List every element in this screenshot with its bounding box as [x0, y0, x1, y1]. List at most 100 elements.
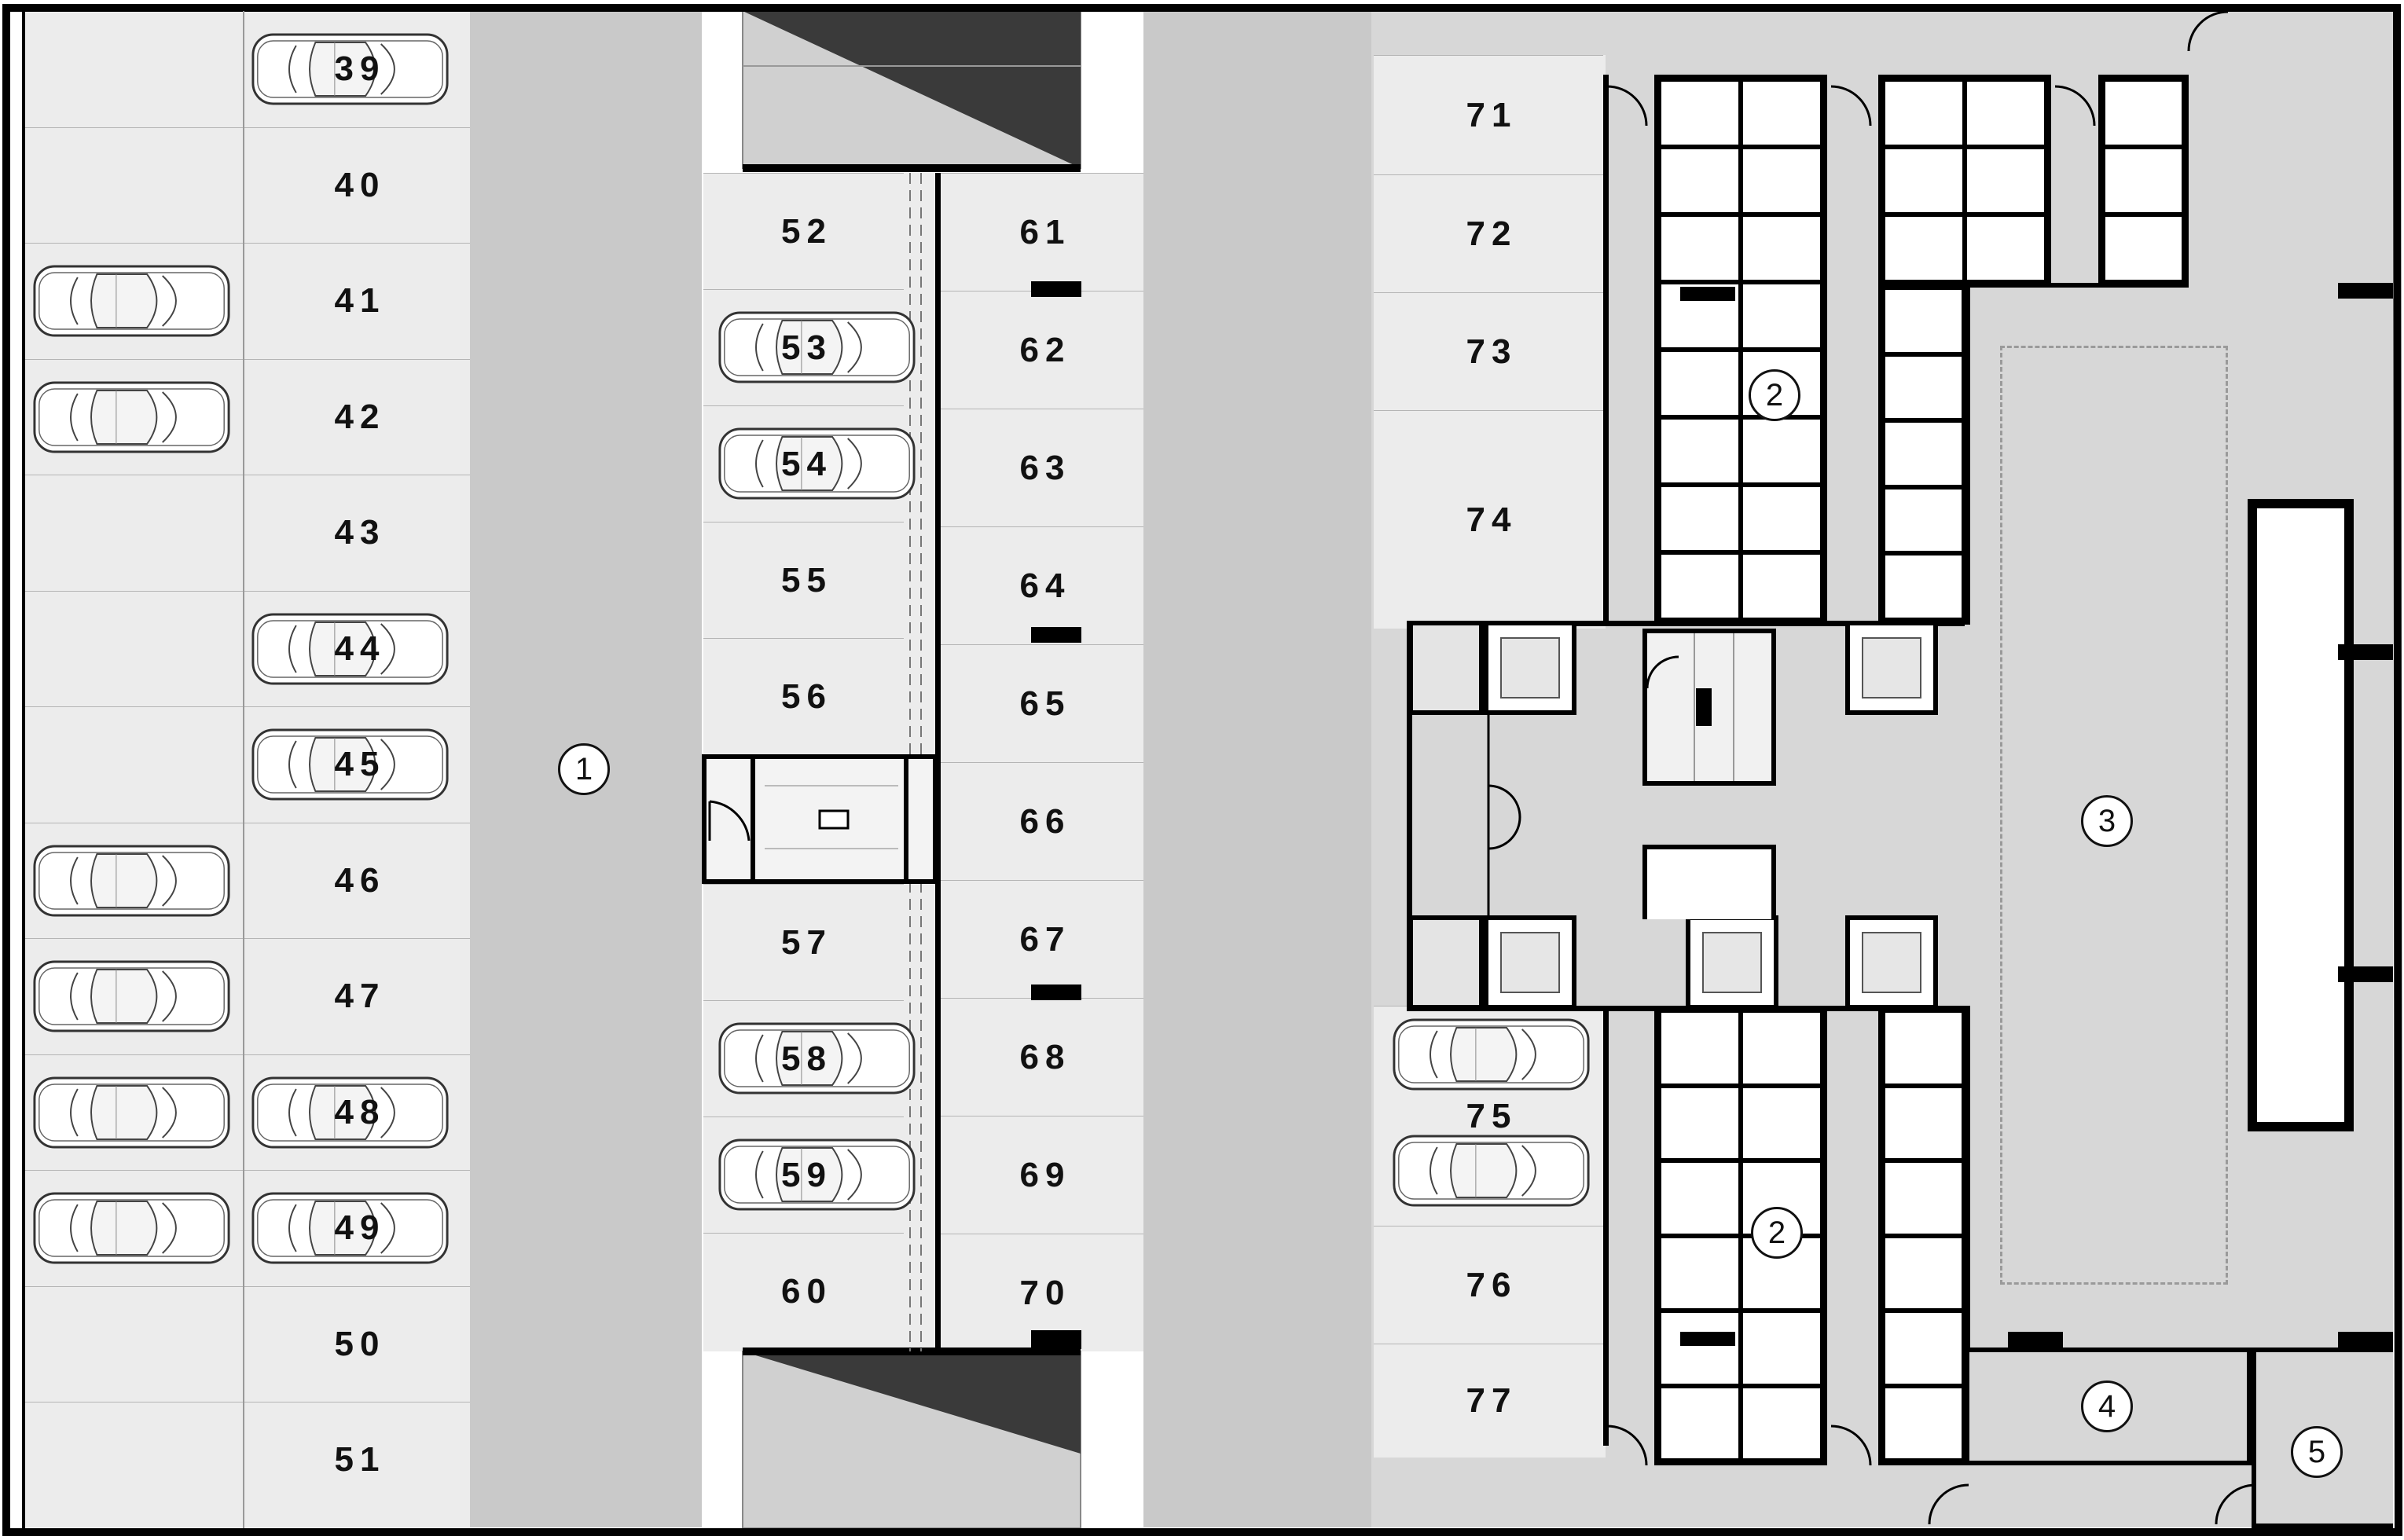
- north-locker-link: [1969, 283, 2189, 288]
- stall-60: 60: [703, 1233, 904, 1349]
- zone-marker-4: 4: [2081, 1380, 2133, 1432]
- stall-number: 45: [334, 745, 386, 784]
- locker-wall-east: [1965, 283, 1970, 625]
- zone-marker-2-south: 2: [1751, 1207, 1803, 1259]
- stall-number: 72: [1466, 214, 1518, 253]
- elevator-ne: [1845, 621, 1938, 715]
- left-stall-lane: [25, 590, 244, 707]
- zone-marker-5: 5: [2291, 1426, 2343, 1478]
- stall-49: 49: [244, 1170, 470, 1286]
- stall-54: 54: [703, 405, 904, 522]
- courtyard-planter: [2248, 499, 2354, 1131]
- parked-car-icon: [33, 381, 230, 453]
- core-wall-north: [1407, 621, 1965, 626]
- stall-70: 70: [941, 1234, 1143, 1351]
- core-room-sw: [1408, 915, 1484, 1010]
- stall-52: 52: [703, 173, 904, 289]
- stall-number: 41: [334, 281, 386, 321]
- stall-number: 74: [1466, 500, 1518, 539]
- stall-59: 59: [703, 1116, 904, 1233]
- parked-car-icon: [718, 1138, 916, 1211]
- storage-lockers-north-b: [1878, 75, 2051, 287]
- stall-number: 69: [1019, 1155, 1071, 1194]
- stall-number: 48: [334, 1092, 386, 1131]
- stall-45: 45: [244, 706, 470, 823]
- stall-47: 47: [244, 938, 470, 1054]
- stall-56: 56: [703, 638, 904, 754]
- stall-number: 71: [1466, 95, 1518, 134]
- stall-number: 43: [334, 513, 386, 552]
- stall-number: 63: [1019, 448, 1071, 487]
- east-wall-upper: [1603, 75, 1609, 625]
- stall-40: 40: [244, 126, 470, 244]
- stall-44: 44: [244, 590, 470, 707]
- island-stair-details: [708, 754, 908, 884]
- locker-marker-n: [1680, 287, 1735, 301]
- parked-car-icon: [251, 1076, 449, 1148]
- stall-63: 63: [941, 409, 1143, 526]
- east-wall-marker-2: [2338, 644, 2393, 660]
- left-stall-lane: [25, 1054, 244, 1171]
- left-stall-lane: [25, 1285, 244, 1402]
- east-wall-marker-3: [2338, 966, 2393, 982]
- core-lobby-room: [1642, 845, 1776, 919]
- core-wall-west: [1407, 621, 1412, 1006]
- stall-number: 39: [334, 50, 386, 89]
- stall-number: 47: [334, 977, 386, 1016]
- parked-car-icon: [251, 1192, 449, 1264]
- stall-number: 76: [1466, 1265, 1518, 1304]
- core-door-swing: [1487, 715, 1521, 915]
- stall-72: 72: [1374, 174, 1603, 292]
- stall-number: 59: [781, 1155, 832, 1194]
- south-ramp: [742, 1348, 1081, 1529]
- left-stall-lane: [25, 1402, 244, 1518]
- stall-number: 73: [1466, 332, 1518, 371]
- stall-number: 50: [334, 1324, 386, 1363]
- middle-driveway: [1143, 11, 1371, 1527]
- zone-marker-2-north: 2: [1749, 369, 1800, 421]
- zone-marker-3: 3: [2081, 795, 2133, 847]
- stall-number: 60: [781, 1271, 832, 1311]
- left-stall-lane: [25, 938, 244, 1054]
- east-wall-marker-1: [2338, 283, 2393, 299]
- east-island-marker-2: [1031, 627, 1081, 643]
- storage-lockers-north-d: [2098, 75, 2189, 287]
- parked-car-icon: [251, 33, 449, 105]
- stall-69: 69: [941, 1116, 1143, 1234]
- stall-55: 55: [703, 522, 904, 638]
- parked-car-icon: [1393, 1018, 1590, 1091]
- east-upper-parking: [1374, 55, 1606, 629]
- east-island-marker-1: [1031, 281, 1081, 297]
- elevator-sw: [1484, 915, 1576, 1010]
- stall-number: 40: [334, 165, 386, 204]
- stall-73: 73: [1374, 292, 1603, 410]
- courtyard: [2000, 346, 2228, 1285]
- parked-car-icon: [251, 728, 449, 801]
- core-stair-treads: [1646, 633, 1734, 781]
- stall-67: 67: [941, 880, 1143, 998]
- stall-66: 66: [941, 762, 1143, 880]
- island-divider-wall: [935, 173, 941, 1351]
- stall-76: 76: [1374, 1226, 1603, 1344]
- stall-number: 53: [781, 328, 832, 367]
- stall-65: 65: [941, 644, 1143, 762]
- east-wall-marker-4: [2338, 1332, 2393, 1348]
- left-stall-lane: [25, 358, 244, 475]
- parked-car-icon: [33, 960, 230, 1032]
- east-island-marker-3: [1031, 984, 1081, 1000]
- stall-61: 61: [941, 173, 1143, 291]
- elevator-nw: [1484, 621, 1576, 715]
- stall-number: 51: [334, 1440, 386, 1480]
- left-stall-lane: [25, 126, 244, 244]
- parked-car-icon: [718, 311, 916, 383]
- stall-number: 66: [1019, 801, 1071, 841]
- room-5: [2252, 1348, 2393, 1528]
- stall-number: 49: [334, 1208, 386, 1248]
- stall-number: 57: [781, 922, 832, 962]
- stall-number: 56: [781, 676, 832, 716]
- stall-46: 46: [244, 822, 470, 939]
- elevator-se: [1845, 915, 1938, 1010]
- stall-number: 46: [334, 860, 386, 900]
